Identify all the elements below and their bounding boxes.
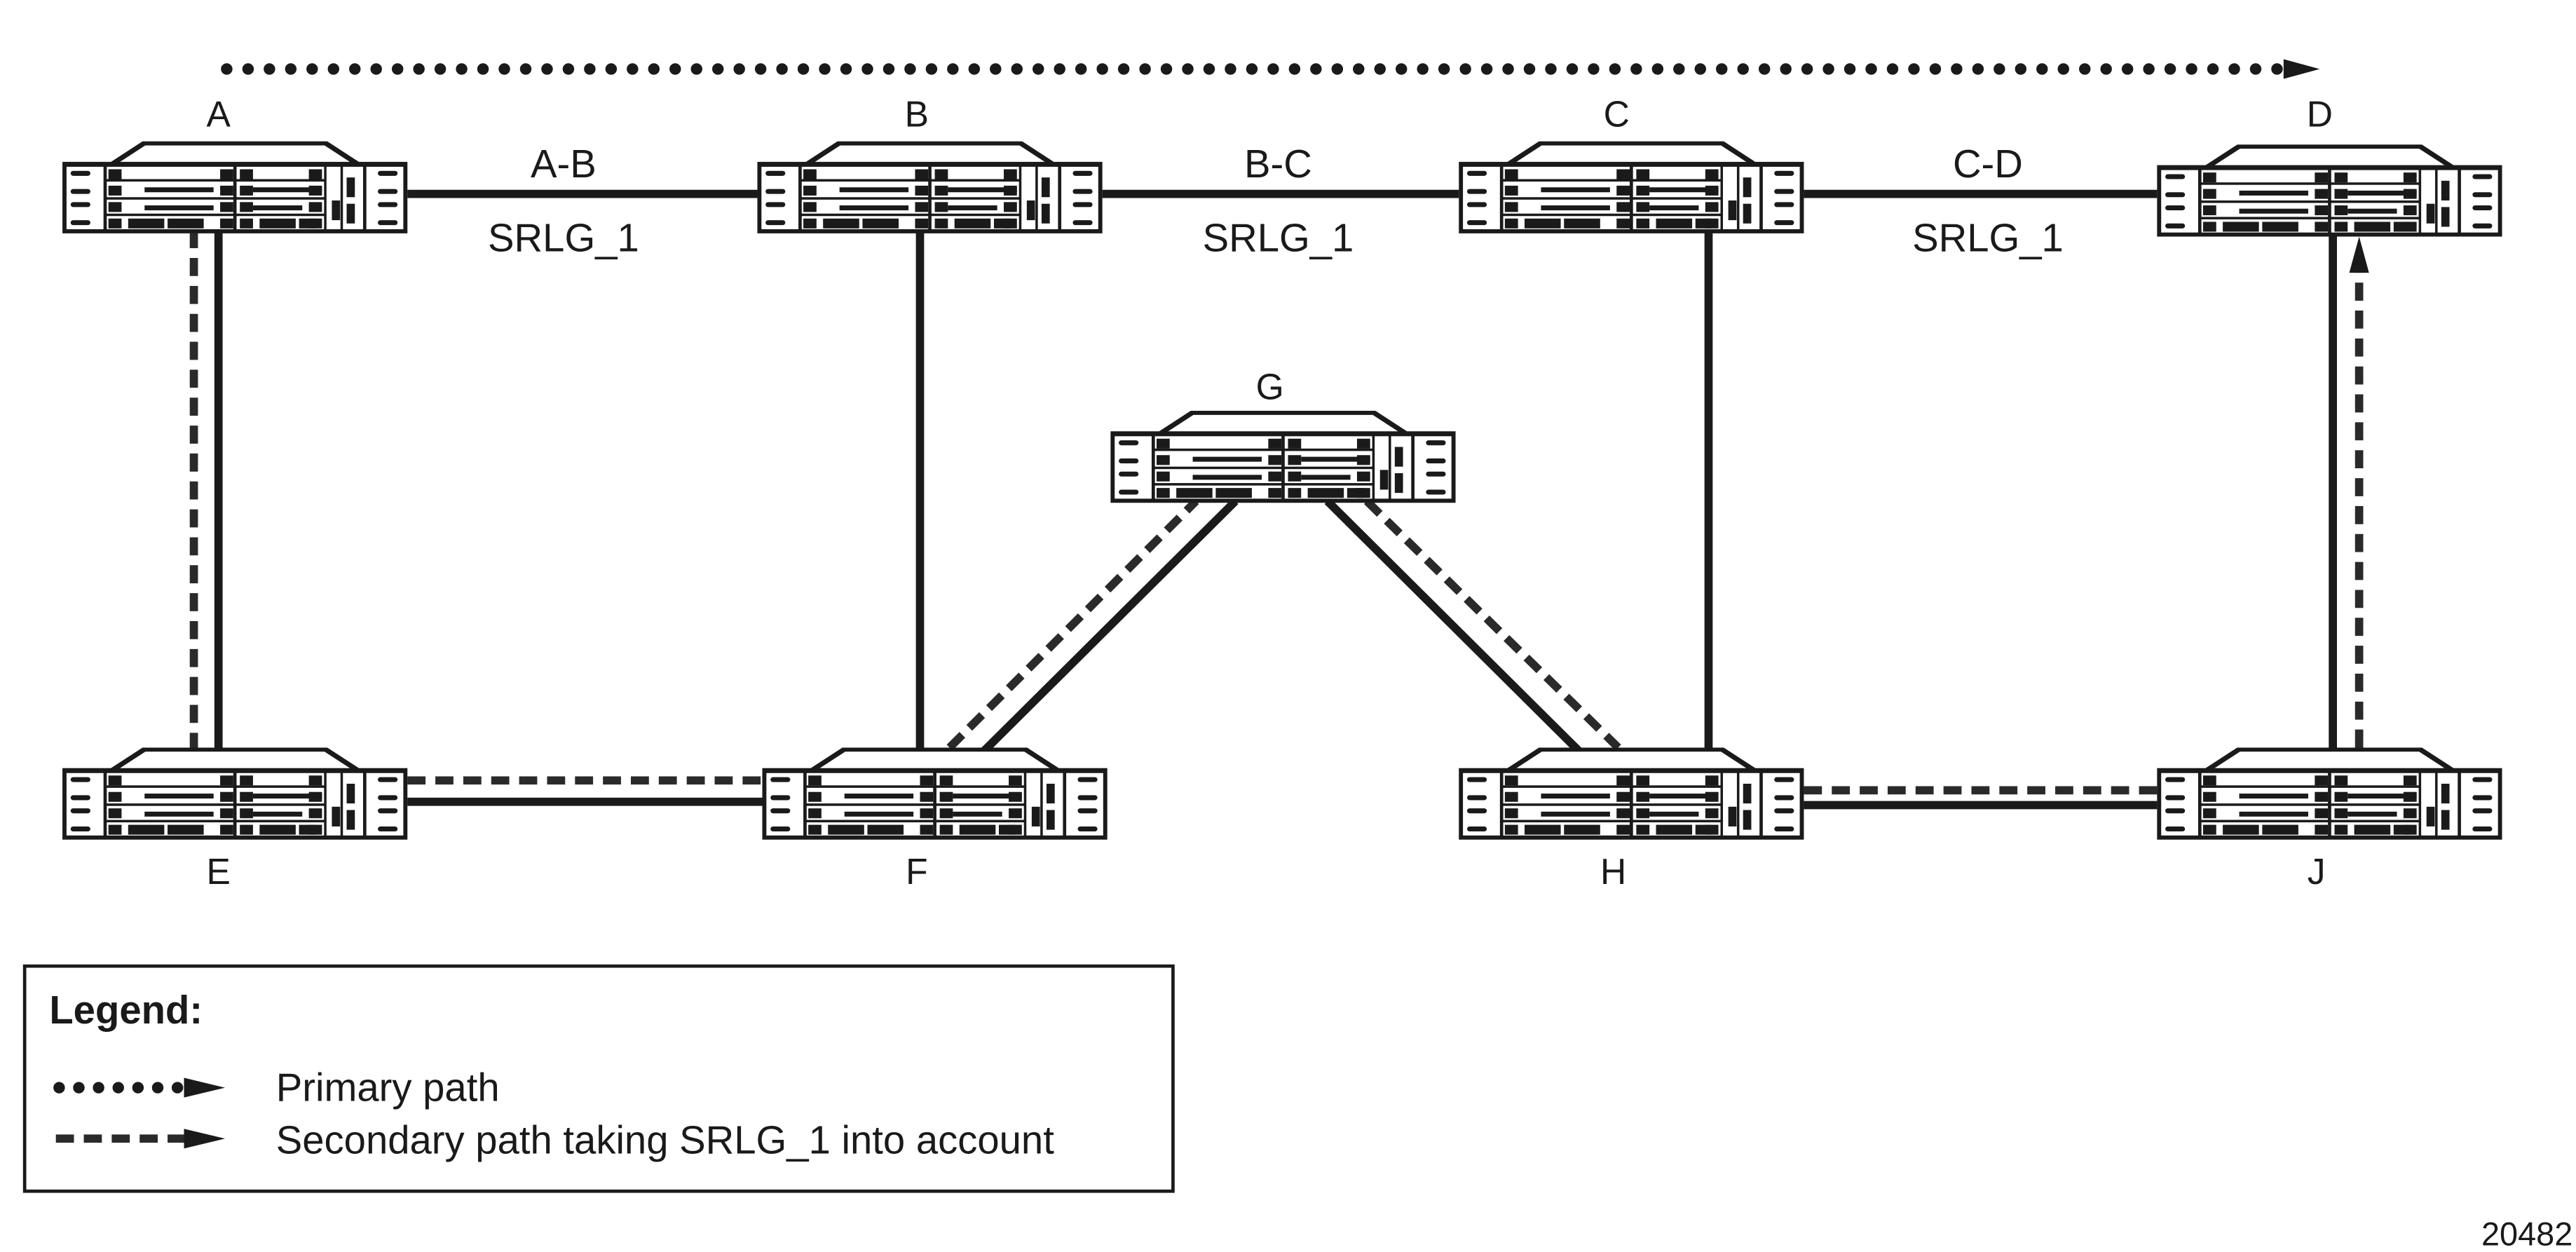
link-g-h	[1324, 498, 1583, 756]
figure-id: 20482	[2481, 1216, 2572, 1252]
node-label-b: B	[905, 94, 929, 135]
node-label-j: J	[2308, 851, 2326, 892]
router-e	[64, 749, 406, 838]
primary-path-arrowhead	[2283, 59, 2320, 79]
node-label-g: G	[1256, 367, 1284, 407]
srlg-label-b-c: SRLG_1	[1203, 216, 1354, 260]
router-a	[64, 143, 406, 232]
link-label-b-c: B-C	[1244, 142, 1312, 186]
legend-secondary-label: Secondary path taking SRLG_1 into accoun…	[276, 1117, 1054, 1162]
node-label-h: H	[1600, 851, 1626, 892]
router-j	[2159, 749, 2501, 838]
node-label-a: A	[207, 94, 231, 135]
router-c	[1461, 143, 1803, 232]
router-b	[759, 143, 1101, 232]
links	[214, 189, 2337, 810]
link-g-f	[979, 498, 1239, 756]
node-label-c: C	[1604, 94, 1630, 135]
secondary-path	[189, 230, 2369, 795]
srlg-label-c-d: SRLG_1	[1912, 216, 2064, 260]
srlg-label-a-b: SRLG_1	[488, 216, 639, 260]
router-d	[2159, 147, 2501, 236]
router-f	[764, 749, 1106, 838]
router-g	[1112, 412, 1454, 501]
node-label-e: E	[207, 851, 231, 892]
node-label-d: D	[2307, 94, 2333, 135]
node-label-f: F	[906, 851, 928, 892]
link-label-c-d: C-D	[1953, 142, 2023, 186]
router-h	[1461, 749, 1803, 838]
legend: Legend: Primary path Secondary path taki…	[22, 964, 1175, 1193]
link-label-a-b: A-B	[531, 142, 597, 186]
legend-primary-label: Primary path	[276, 1065, 500, 1109]
legend-title: Legend:	[49, 988, 203, 1032]
secondary-path-arrowhead	[2349, 236, 2369, 273]
